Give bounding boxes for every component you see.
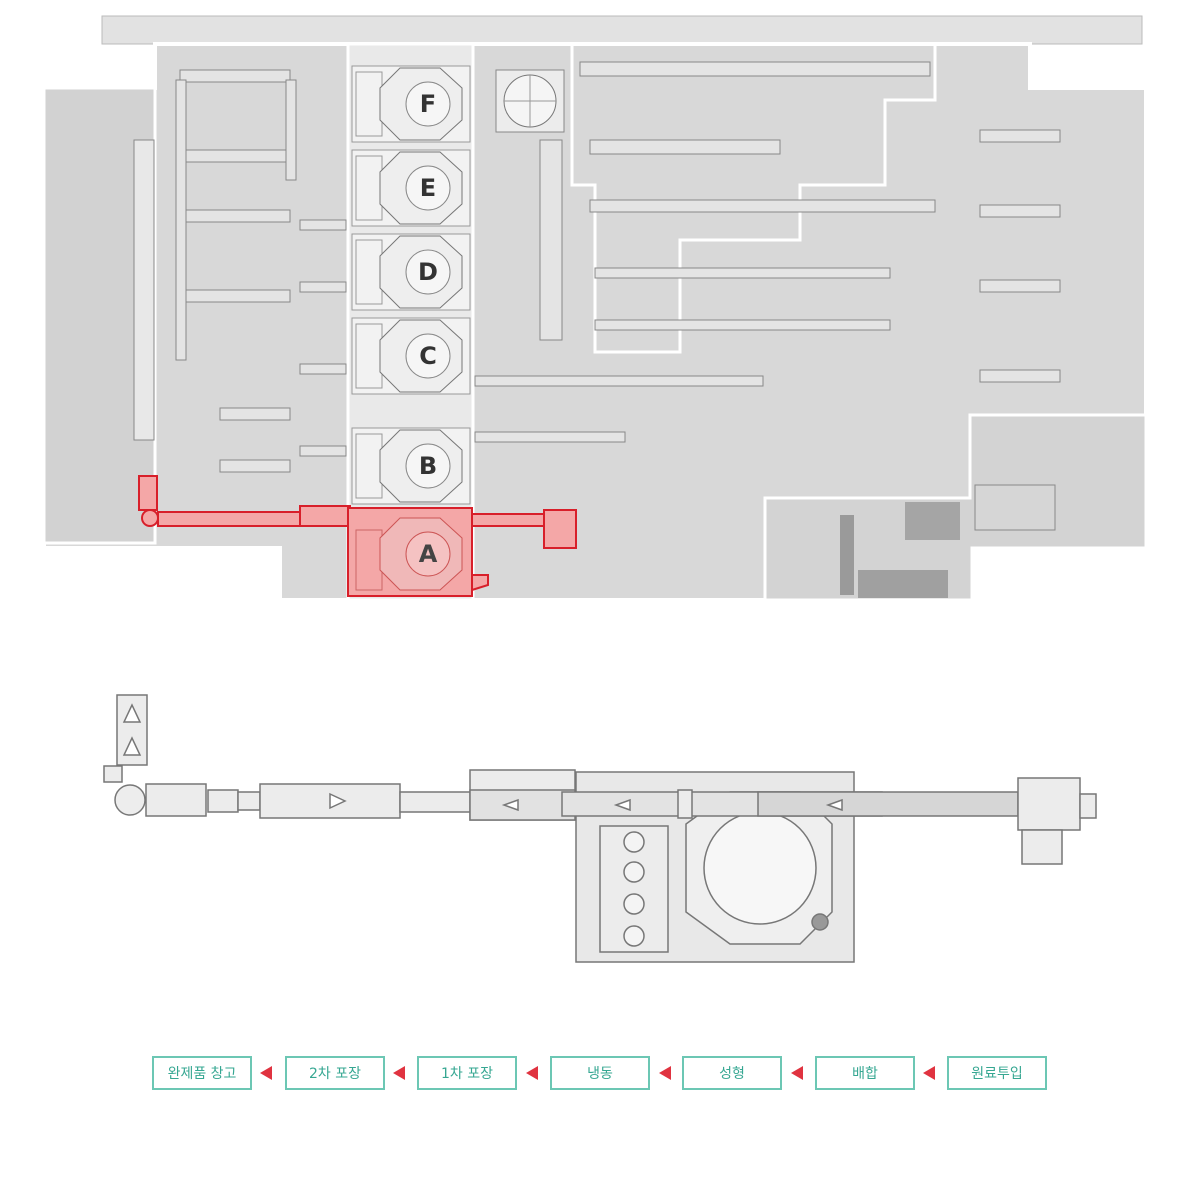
forming-machine [1017, 777, 1081, 831]
step-forming: 성형 [682, 1056, 782, 1090]
step-raw-material-input: 원료투입 [947, 1056, 1047, 1090]
secondary-packaging-machine [145, 783, 207, 817]
zone-label-a: A [419, 540, 438, 568]
zone-label-c: C [419, 342, 437, 370]
storage-tiles [840, 484, 1056, 598]
zone-label-d: D [418, 258, 438, 286]
step-finished-goods-warehouse: 완제품 창고 [152, 1056, 252, 1090]
flow-arrow-icon [923, 1066, 935, 1080]
process-lines [133, 61, 1061, 473]
freezer-unit-b: B [351, 427, 471, 505]
zone-label-f: F [420, 90, 436, 118]
highlighted-line-a: A [138, 475, 577, 597]
zone-label-b: B [419, 452, 437, 480]
step-mixing: 배합 [815, 1056, 915, 1090]
turn-roller [114, 784, 146, 816]
zone-label-e: E [420, 174, 436, 202]
factory-floor-plan: F E D C B [42, 15, 1148, 602]
line-a-detail-view [103, 694, 1097, 963]
flow-arrow-icon [659, 1066, 671, 1080]
flow-arrow-icon [791, 1066, 803, 1080]
infeed-conveyor [757, 791, 1019, 817]
cooling-fan-unit [495, 69, 565, 133]
flow-arrow-icon [393, 1066, 405, 1080]
freezer-unit-c: C [351, 317, 471, 395]
freezer-unit-f: F [351, 65, 471, 143]
flow-arrow-icon [260, 1066, 272, 1080]
step-freezing: 냉동 [550, 1056, 650, 1090]
step-secondary-packaging: 2차 포장 [285, 1056, 385, 1090]
flow-arrow-icon [526, 1066, 538, 1080]
process-flow-bar: 완제품 창고 2차 포장 1차 포장 냉동 성형 배합 원료투입 [0, 1056, 1200, 1096]
freezer-unit-e: E [351, 149, 471, 227]
step-primary-packaging: 1차 포장 [417, 1056, 517, 1090]
freezer-unit-d: D [351, 233, 471, 311]
